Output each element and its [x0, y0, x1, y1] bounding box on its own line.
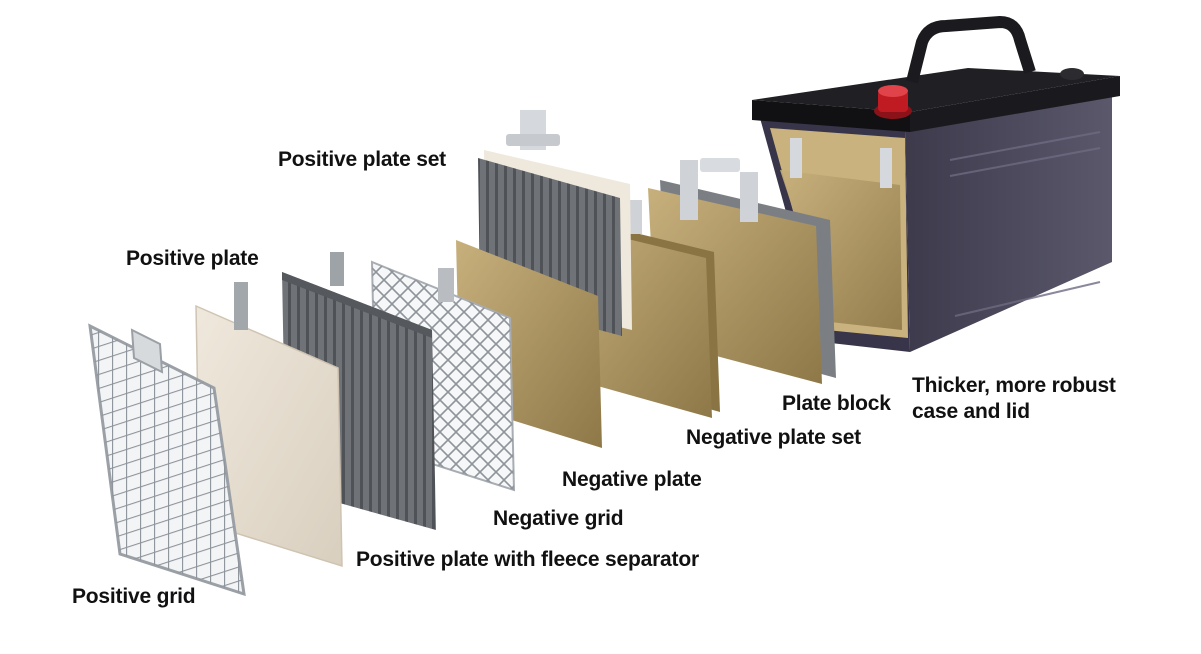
label-negative-plate: Negative plate — [562, 468, 702, 491]
cutaway-lug — [790, 138, 802, 178]
carry-handle — [906, 16, 1036, 84]
neg-set-lug-1 — [680, 160, 698, 220]
label-positive-grid: Positive grid — [72, 585, 196, 608]
pos-grid-lug — [130, 328, 164, 374]
label-negative-plate-set: Negative plate set — [686, 426, 861, 449]
label-case-line-1: Thicker, more robust — [912, 374, 1116, 397]
case-ribs — [949, 131, 1101, 317]
label-case-line-2: case and lid — [912, 400, 1030, 424]
case-side-panel — [905, 92, 1112, 352]
lid-front-edge — [752, 100, 910, 132]
label-positive-plate: Positive plate — [126, 247, 259, 270]
positive-grid-component — [88, 323, 246, 597]
lid-top — [752, 68, 1120, 112]
label-negative-grid: Negative grid — [493, 507, 624, 530]
label-plate-block: Plate block — [782, 392, 891, 415]
neg-set-lug-2 — [740, 172, 758, 222]
pos-plate-lug — [234, 282, 248, 330]
label-case-and-lid: Thicker, more robust case and lid — [912, 373, 1172, 426]
pos-set-strap — [506, 134, 560, 146]
label-positive-plate-with-fleece: Positive plate with fleece separator — [356, 548, 699, 571]
pos-grid-lattice — [90, 326, 244, 594]
label-positive-plate-set: Positive plate set — [278, 148, 446, 171]
neg-grid-lug — [438, 268, 454, 302]
negative-terminal — [1060, 68, 1084, 80]
pos-fleece-lug — [330, 252, 344, 286]
lid-side-edge — [910, 76, 1120, 132]
battery-case — [752, 16, 1120, 352]
neg-set-strap — [700, 158, 740, 172]
